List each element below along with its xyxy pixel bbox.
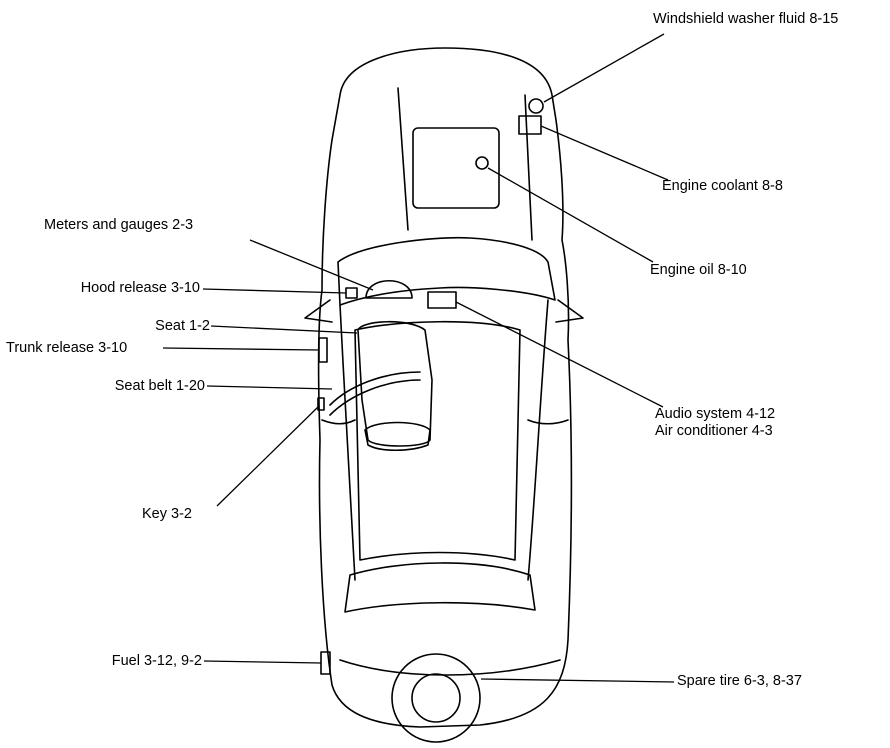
label-hood-release: Hood release 3-10 xyxy=(80,280,200,296)
left-door-line xyxy=(321,419,356,425)
hood-release-marker xyxy=(345,287,358,299)
cabin-left-pillar xyxy=(339,304,356,581)
audio-system-marker xyxy=(427,291,457,309)
trunk-line xyxy=(339,659,561,676)
cabin-roof-outline xyxy=(354,320,521,561)
label-engine-coolant: Engine coolant 8-8 xyxy=(662,178,783,194)
key-leader xyxy=(216,405,320,507)
engine-coolant-leader xyxy=(540,125,669,181)
label-seat-belt: Seat belt 1-20 xyxy=(114,378,205,394)
washer-fluid-marker xyxy=(528,98,544,114)
washer-fluid-leader xyxy=(543,33,665,103)
audio-system-leader xyxy=(455,301,664,408)
spare-tire-inner xyxy=(411,673,461,723)
engine-oil-marker xyxy=(475,156,489,170)
seat-leader xyxy=(210,325,358,334)
engine-coolant-marker xyxy=(518,115,542,135)
hood-release-leader xyxy=(202,288,347,294)
trunk-release-leader xyxy=(162,347,320,351)
driver-seat xyxy=(357,320,433,447)
right-mirror xyxy=(555,299,584,323)
seat-belt-strap-2 xyxy=(329,379,421,416)
right-door-line xyxy=(527,419,569,425)
label-seat: Seat 1-2 xyxy=(155,318,210,334)
engine-panel xyxy=(412,127,500,209)
meters-gauges-marker xyxy=(365,279,413,299)
label-spare-tire: Spare tire 6-3, 8-37 xyxy=(677,673,802,689)
windshield xyxy=(337,236,556,306)
car-body-outline xyxy=(317,47,573,728)
cabin-right-pillar xyxy=(527,299,549,581)
engine-oil-leader xyxy=(487,167,654,263)
hood-crease-right xyxy=(524,94,533,241)
hood-crease xyxy=(397,87,409,231)
label-air-conditioner: Air conditioner 4-3 xyxy=(655,423,773,439)
fuel-leader xyxy=(203,660,322,664)
spare-tire-outer xyxy=(391,653,481,743)
label-washer-fluid: Windshield washer fluid 8-15 xyxy=(653,11,839,27)
label-meters-gauges: Meters and gauges 2-3 xyxy=(44,217,194,233)
label-audio-system: Audio system 4-12 xyxy=(655,406,776,422)
trunk-release-marker xyxy=(318,337,328,363)
meters-gauges-leader xyxy=(249,239,374,291)
key-marker xyxy=(317,397,325,411)
label-engine-oil: Engine oil 8-10 xyxy=(650,262,747,278)
driver-seat-cushion xyxy=(364,421,431,452)
label-trunk-release: Trunk release 3-10 xyxy=(6,340,128,356)
rear-window xyxy=(344,562,536,613)
seat-belt-leader xyxy=(206,385,333,390)
seat-belt-strap xyxy=(329,371,421,406)
label-key: Key 3-2 xyxy=(142,506,192,522)
left-mirror xyxy=(304,299,333,323)
spare-tire-leader xyxy=(480,678,675,683)
label-fuel: Fuel 3-12, 9-2 xyxy=(111,653,202,669)
